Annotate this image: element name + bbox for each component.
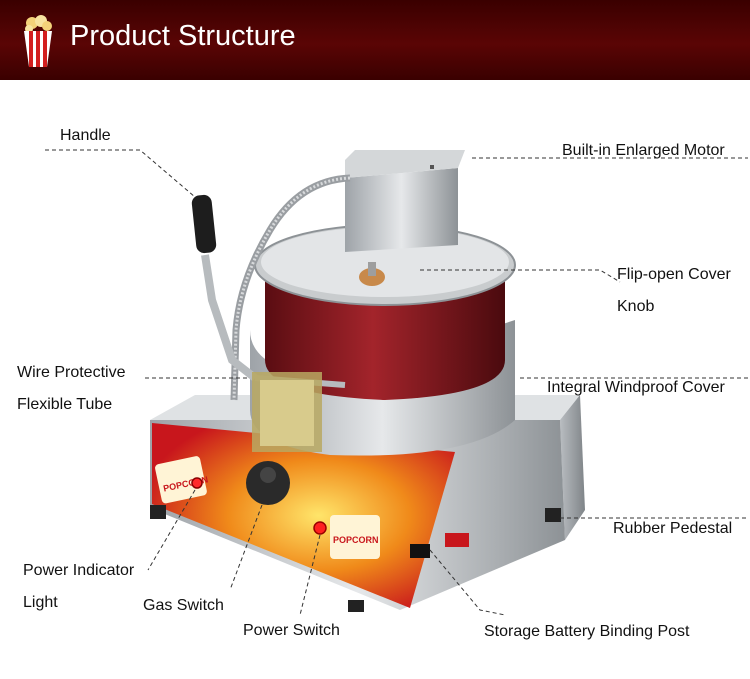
handle xyxy=(191,194,346,452)
leader-flip-cover xyxy=(420,269,621,283)
rubber-foot xyxy=(150,505,166,519)
control-panel xyxy=(152,423,455,608)
label-power-switch: Power Switch xyxy=(243,622,340,639)
label-knob: Knob xyxy=(617,298,655,315)
leader-battery-post xyxy=(429,549,506,616)
power-switch xyxy=(313,521,327,535)
label-gas-switch: Gas Switch xyxy=(143,597,224,614)
leader-handle xyxy=(45,149,196,198)
motor-box xyxy=(345,168,458,252)
label-built-in-motor: Built-in Enlarged Motor xyxy=(562,142,725,159)
power-indicator-light xyxy=(191,477,203,489)
label-rubber-pedestal: Rubber Pedestal xyxy=(613,520,733,537)
page-title: Product Structure xyxy=(70,20,296,52)
label-windproof-cover: Integral Windproof Cover xyxy=(547,379,725,396)
label-handle: Handle xyxy=(60,127,111,144)
label-wire-protective: Wire Protective xyxy=(17,364,126,381)
rubber-foot xyxy=(348,600,364,612)
popcorn-pot xyxy=(265,270,505,400)
battery-post-black xyxy=(410,544,430,558)
leader-gas-switch xyxy=(229,504,263,591)
label-light: Light xyxy=(23,594,58,611)
lid-knob xyxy=(359,268,385,286)
header-band: Product Structure xyxy=(0,0,750,80)
flexible-tube xyxy=(230,174,351,401)
popcorn-bucket-icon xyxy=(24,15,52,67)
leader-lines xyxy=(45,149,748,616)
battery-post-red xyxy=(445,533,469,547)
label-battery-binding-post: Storage Battery Binding Post xyxy=(484,623,690,640)
rubber-foot xyxy=(545,508,561,522)
label-flexible-tube: Flexible Tube xyxy=(17,396,113,413)
panel-brand-text-2: POPCORN xyxy=(333,535,379,545)
label-flip-open-cover: Flip-open Cover xyxy=(617,266,731,283)
label-power-indicator: Power Indicator xyxy=(23,562,135,579)
leader-power-indicator xyxy=(147,489,196,571)
